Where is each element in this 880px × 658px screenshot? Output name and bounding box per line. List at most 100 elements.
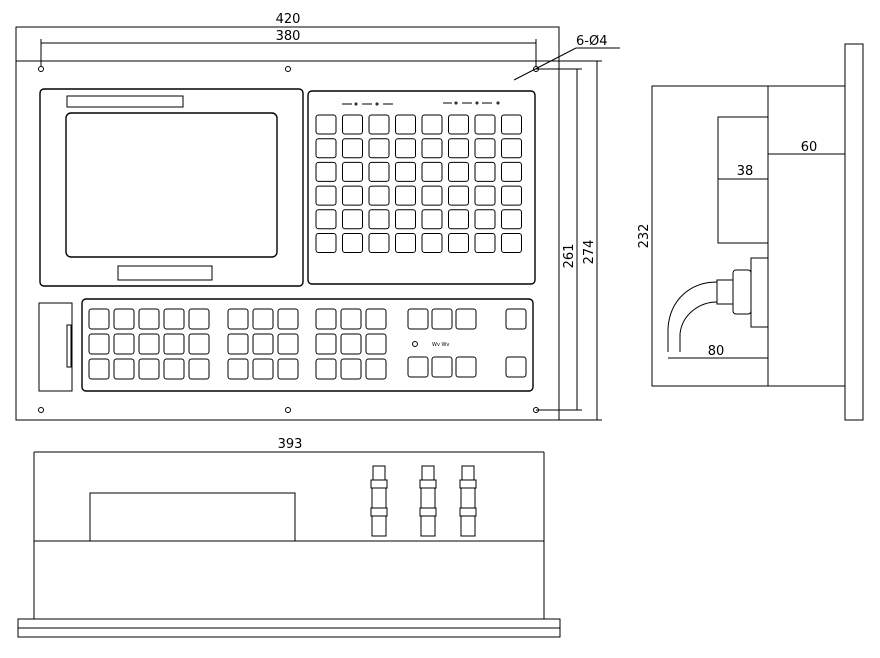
panel-key-text: Wv Wv [432,342,449,348]
keypad-key [474,114,496,135]
card-slot-outline [38,302,73,392]
keypad-key [342,185,363,206]
keypad-key [88,333,110,355]
dimension-heights: 261 274 [536,60,602,421]
bottom-connector-part [460,487,476,509]
dimension-hole-callout: 6-Ø4 [513,34,620,81]
keypad-key [277,333,299,355]
keypad-key [163,358,185,380]
keypad-key [227,308,249,330]
keypad-markings [342,101,500,106]
keypad-key [448,138,469,159]
keypad-key [113,333,135,355]
bottom-component-box [89,492,296,542]
dimension-label: 232 [637,224,652,249]
keypad-key [342,114,363,135]
dimension-label: 393 [278,437,303,452]
keypad-key [188,333,210,355]
bottom-connector-part [419,507,437,517]
keypad-key [342,209,363,230]
mounting-hole [38,66,44,72]
bottom-connector-part [460,515,476,537]
front-view: 420 380 6-Ø4 261 274 [15,12,620,421]
keypad-key [455,308,477,330]
keypad-frame [307,90,536,285]
lower-keypad-keys [88,308,527,380]
bottom-connector-part [371,487,387,509]
keypad-key [501,233,522,253]
bottom-connector-part [420,515,436,537]
keypad-key [505,308,527,330]
mounting-hole [285,407,291,413]
keypad-key [113,358,135,380]
keypad-key [448,233,469,253]
keypad-key [421,138,443,159]
bottom-connector-part [372,465,386,481]
cable-connector [667,257,769,352]
bottom-connector-part [420,487,436,509]
bottom-connector-part [459,479,477,489]
keypad-key [340,333,362,355]
connector-plate [750,257,769,328]
side-body-outline [651,85,846,387]
bottom-connector-part [461,465,475,481]
keypad-key [407,356,429,378]
keypad-key [188,308,210,330]
keypad-key [448,161,469,182]
front-panel-outline [15,26,560,421]
keypad-key [474,233,496,253]
keypad-key [395,114,416,135]
bottom-connector-part [421,465,435,481]
dimension-label: 38 [737,164,754,179]
keypad-key [113,308,135,330]
keypad-key [501,114,522,135]
keypad-key [277,308,299,330]
keypad-key [501,161,522,182]
side-component-box [717,116,769,244]
keypad-key [501,138,522,159]
card-slot-opening [66,324,72,368]
keypad-key [455,356,477,378]
keypad-key [88,358,110,380]
keypad-key [474,138,496,159]
keypad-key [252,358,274,380]
keypad-key [431,356,453,378]
dimension-label: 274 [582,240,597,265]
keypad-key [315,161,337,182]
keypad-key [342,161,363,182]
lcd-display [39,88,304,287]
keypad-key [431,308,453,330]
keypad-key [315,138,337,159]
keypad-key [340,358,362,380]
lcd-bezel [39,88,304,287]
dimension-label: 80 [708,344,725,359]
keypad-key [163,333,185,355]
keypad-key [421,209,443,230]
keypad-key [395,185,416,206]
keypad-key [395,138,416,159]
keypad-key [407,308,429,330]
bottom-connector-part [370,507,388,517]
lcd-bottom-label-strip [117,265,213,281]
bottom-connectors [370,465,477,537]
bottom-connector-part [459,507,477,517]
keypad-key [368,233,390,253]
keypad-key [227,358,249,380]
keypad-key [368,209,390,230]
keypad-key [315,114,337,135]
keypad-key [474,161,496,182]
keypad-key [252,333,274,355]
keypad-key [342,138,363,159]
side-view: 232 60 38 80 [637,43,864,421]
keypad-key [315,308,337,330]
keypad-key [505,356,527,378]
keypad-key [340,308,362,330]
lower-keypad: Wv Wv [81,298,534,392]
lcd-top-label-strip [66,95,184,108]
keypad-key [138,358,160,380]
mounting-hole [38,407,44,413]
lower-keypad-frame [81,298,534,392]
keypad-key [395,161,416,182]
main-keypad [307,90,536,285]
